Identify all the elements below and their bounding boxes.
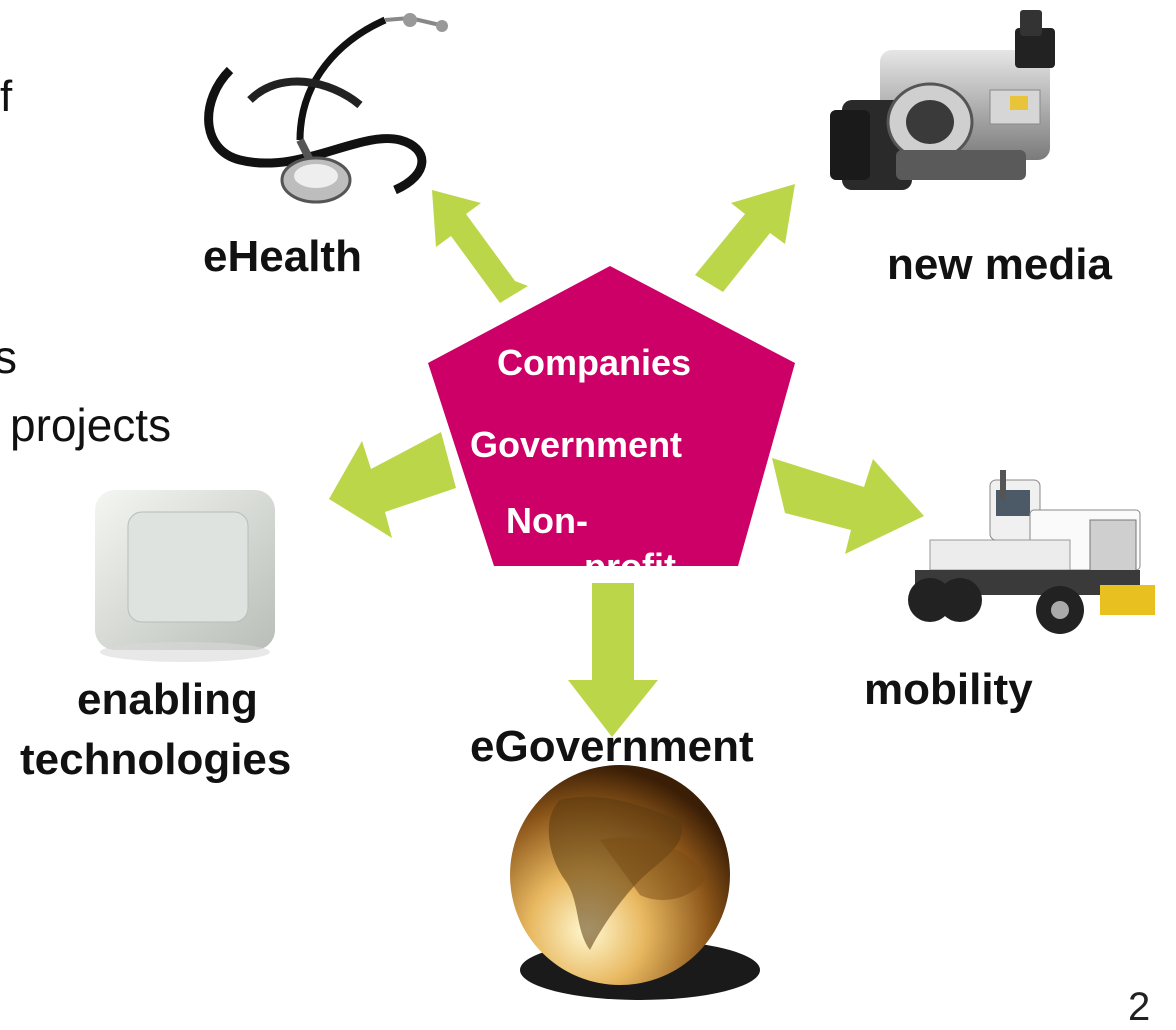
arrow-to-mobility [772,458,924,554]
stethoscope-icon [204,13,448,204]
center-label-clip: Non- profit [494,496,738,566]
globe-icon [510,765,760,1000]
center-label-companies: Companies [497,342,692,383]
arrow-to-enabling [329,432,456,538]
center-label-nonprofit-cont: profit [584,546,676,566]
arrow-to-ehealth [432,190,528,303]
arrow-to-new-media [695,184,795,292]
arrows [329,184,924,737]
diagram-graphics [95,10,1155,1000]
label-technologies: technologies [20,735,292,784]
center-pentagon [428,266,795,566]
truck-icon [908,470,1155,634]
label-mobility: mobility [864,665,1033,714]
arrow-to-egovernment [568,583,658,737]
keyboard-key-icon [95,490,275,662]
partial-text-top: f [0,72,13,121]
label-enabling: enabling [77,675,258,724]
label-ehealth: eHealth [203,232,362,281]
partial-text-mid: s [0,331,17,383]
center-label-government: Government [470,424,683,465]
center-label-nonprofit: Non- [506,500,588,541]
label-egovernment: eGovernment [470,722,754,771]
page-number: 2 [1128,985,1151,1029]
projects-text: projects [10,399,172,451]
video-camera-icon [830,10,1055,190]
slide: f s projects [0,10,1155,1029]
label-new-media: new media [887,240,1112,289]
